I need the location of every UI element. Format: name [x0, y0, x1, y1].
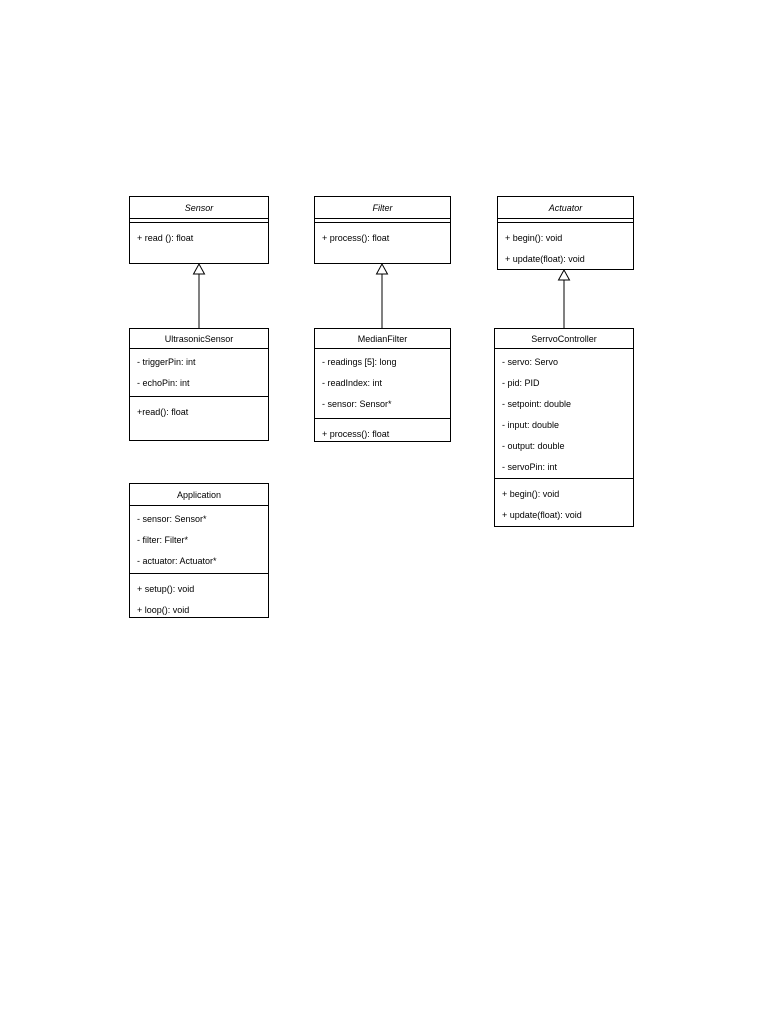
attribute-row: - filter: Filter*: [137, 534, 189, 545]
attribute-row: - readings [5]: long: [322, 356, 397, 367]
methods-compartment: + read (): float: [130, 223, 268, 263]
attributes-compartment: [498, 219, 633, 223]
class-title: Filter: [315, 197, 450, 219]
methods-compartment: + setup(): void + loop(): void: [130, 574, 268, 617]
method-row: + begin(): void: [502, 488, 560, 499]
methods-compartment: + begin(): void + update(float): void: [495, 479, 633, 526]
attribute-row: - output: double: [502, 440, 565, 451]
method-row: + loop(): void: [137, 604, 190, 615]
uml-class-sensor: Sensor + read (): float: [129, 196, 269, 264]
methods-compartment: + begin(): void + update(float): void: [498, 223, 633, 269]
methods-compartment: + process(): float: [315, 419, 450, 441]
attributes-compartment: - sensor: Sensor* - filter: Filter* - actu…: [130, 506, 268, 574]
hollow-triangle-arrowhead-icon: [557, 268, 571, 281]
attribute-row: - sensor: Sensor*: [137, 513, 207, 524]
hollow-triangle-arrowhead-icon: [192, 262, 206, 275]
method-row: + process(): float: [322, 428, 390, 439]
attribute-row: - setpoint: double: [502, 398, 572, 409]
method-row: +read(): float: [137, 406, 189, 417]
uml-class-application: Application - sensor: Sensor* - filter: Fi…: [129, 483, 269, 618]
class-title: Application: [130, 484, 268, 506]
uml-class-filter: Filter + process(): float: [314, 196, 451, 264]
uml-class-serrvo-controller: SerrvoController - servo: Servo - pid: PID…: [494, 328, 634, 527]
method-row: + update(float): void: [505, 253, 585, 264]
class-title: Actuator: [498, 197, 633, 219]
method-row: + process(): float: [322, 232, 390, 243]
method-row: + update(float): void: [502, 509, 582, 520]
class-title: SerrvoController: [495, 329, 633, 349]
uml-class-ultrasonic-sensor: UltrasonicSensor - triggerPin: int - echoP…: [129, 328, 269, 441]
attribute-row: - input: double: [502, 419, 560, 430]
attribute-row: - pid: PID: [502, 377, 540, 388]
attributes-compartment: [315, 219, 450, 223]
hollow-triangle-arrowhead-icon: [375, 262, 389, 275]
attribute-row: - echoPin: int: [137, 377, 190, 388]
generalization-arrow-serrvocontroller-to-actuator: [557, 268, 571, 328]
attributes-compartment: - readings [5]: long - readIndex: int - se…: [315, 349, 450, 419]
attributes-compartment: [130, 219, 268, 223]
class-title: UltrasonicSensor: [130, 329, 268, 349]
method-row: + begin(): void: [505, 232, 563, 243]
class-title: Sensor: [130, 197, 268, 219]
attribute-row: - servoPin: int: [502, 461, 558, 472]
methods-compartment: + process(): float: [315, 223, 450, 263]
generalization-arrow-medianfilter-to-filter: [375, 262, 389, 328]
uml-class-actuator: Actuator + begin(): void + update(float): …: [497, 196, 634, 270]
attribute-row: - readIndex: int: [322, 377, 383, 388]
class-title: MedianFilter: [315, 329, 450, 349]
generalization-arrow-ultrasonicsensor-to-sensor: [192, 262, 206, 328]
attribute-row: - triggerPin: int: [137, 356, 196, 367]
methods-compartment: +read(): float: [130, 397, 268, 440]
attribute-row: - sensor: Sensor*: [322, 398, 392, 409]
attribute-row: - servo: Servo: [502, 356, 559, 367]
uml-class-median-filter: MedianFilter - readings [5]: long - readIn…: [314, 328, 451, 442]
attribute-row: - actuator: Actuator*: [137, 555, 217, 566]
attributes-compartment: - servo: Servo - pid: PID - setpoint: doub…: [495, 349, 633, 479]
attributes-compartment: - triggerPin: int - echoPin: int: [130, 349, 268, 397]
method-row: + setup(): void: [137, 583, 195, 594]
method-row: + read (): float: [137, 232, 194, 243]
